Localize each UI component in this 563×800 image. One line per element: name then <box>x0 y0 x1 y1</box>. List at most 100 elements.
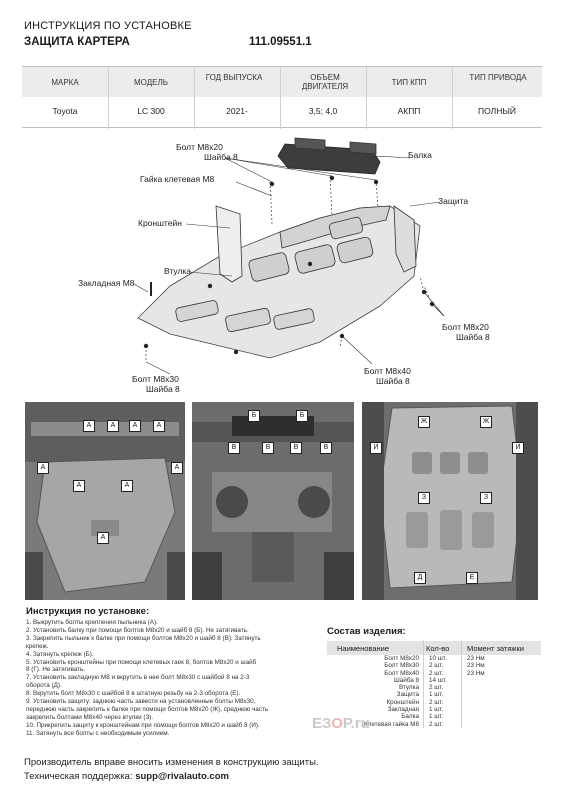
label-cage-nut: Гайка клетевая М8 <box>140 174 215 184</box>
spec-divider <box>194 67 195 129</box>
composition-cell-name: Клетевая гайка М8 <box>364 720 419 728</box>
composition-table: Состав изделия: Наименование Кол-во Моме… <box>327 626 541 728</box>
photo-marker: А <box>153 420 165 432</box>
composition-cell-name: Балка <box>401 713 419 721</box>
composition-cell-qty: 2 шт. <box>429 662 444 670</box>
instruction-line: 9. Установить защиту: заднюю часть завес… <box>26 698 256 706</box>
spec-header-engine: ОБЪЕМ ДВИГАТЕЛЯ <box>301 73 349 91</box>
composition-cell-name: Болт М8х30 <box>384 662 419 670</box>
spec-divider <box>108 67 109 129</box>
instruction-line: закрепить болтами М8х40 через втулки (З)… <box>26 713 154 721</box>
photo-marker: А <box>83 420 95 432</box>
spec-value-gearbox: АКПП <box>397 106 421 116</box>
instruction-line: 7. Установить закладную М8 и вкрутить в … <box>26 674 250 682</box>
exploded-diagram: Болт М8х20 Шайба 8 Гайка клетевая М8 Кро… <box>20 136 540 394</box>
photo-marker: В <box>228 442 240 454</box>
composition-cell-name: Закладная <box>387 706 419 714</box>
instruction-line: 8. Вкрутить болт М8х30 с шайбой 8 в штат… <box>26 690 241 698</box>
composition-header-torque: Момент затяжки <box>467 644 524 653</box>
label-washer-m8x30: Шайба 8 <box>146 384 180 394</box>
spec-header-model: МОДЕЛЬ <box>134 78 168 87</box>
composition-cell-name: Втулка <box>398 684 419 692</box>
composition-cell-name: Шайба 8 <box>393 676 419 684</box>
spec-table: МАРКА МОДЕЛЬ ГОД ВЫПУСКА ОБЪЕМ ДВИГАТЕЛЯ… <box>22 66 542 129</box>
photo-marker: А <box>121 480 133 492</box>
spec-header-year: ГОД ВЫПУСКА <box>205 73 263 82</box>
label-bolt-m8x30: Болт М8х30 <box>132 374 179 384</box>
label-beam: Балка <box>408 150 432 160</box>
spec-value-engine: 3,5; 4,0 <box>308 106 338 116</box>
instruction-line: 10. Прикрепить защиту к кронштейнам при … <box>26 721 260 729</box>
composition-cell-qty: 10 шт. <box>429 655 447 662</box>
composition-header-qty: Кол-во <box>426 644 450 653</box>
composition-cell-qty: 2 шт. <box>429 698 444 706</box>
composition-row: Шайба 8 14 шт. <box>327 677 541 684</box>
composition-divider <box>423 640 424 728</box>
composition-cell-qty: 2 шт. <box>429 720 444 728</box>
photo-marker: Ж <box>480 416 492 428</box>
spec-divider <box>366 67 367 129</box>
label-washer-right: Шайба 8 <box>456 332 490 342</box>
exploded-diagram-drawing <box>133 137 445 375</box>
spec-header-gearbox: ТИП КПП <box>391 78 427 87</box>
composition-cell-qty: 1 шт. <box>429 691 444 699</box>
spec-header-drive: ТИП ПРИВОДА <box>469 73 527 82</box>
footer-support: Техническая поддержка: supp@rivalauto.co… <box>24 771 229 782</box>
spec-divider <box>452 67 453 129</box>
doc-title: ИНСТРУКЦИЯ ПО УСТАНОВКЕ <box>24 20 192 32</box>
photo-marker: А <box>107 420 119 432</box>
label-washer-m8x40: Шайба 8 <box>376 376 410 386</box>
photo-marker: А <box>129 420 141 432</box>
installation-instructions: Инструкция по установке: 1. Выкрутить бо… <box>26 606 306 738</box>
instruction-line: 8 (Г). Не затягивать. <box>26 666 86 674</box>
site-watermark-o: О <box>331 715 343 732</box>
support-label: Техническая поддержка: <box>24 771 133 782</box>
instruction-line: крепеж. <box>26 642 49 650</box>
spec-value-year: 2021- <box>226 106 248 116</box>
footer-disclaimer: Производитель вправе вносить изменения в… <box>24 757 319 768</box>
composition-cell-torque: 23 Нм <box>467 662 485 670</box>
composition-row: Клетевая гайка М8 2 шт. <box>327 721 541 728</box>
photo-marker: З <box>480 492 492 504</box>
photo-marker: Б <box>296 410 308 422</box>
photo-step-a-image <box>25 402 185 600</box>
composition-row: Болт М8х30 2 шт. 23 Нм <box>327 662 541 669</box>
composition-row: Болт М8х20 10 шт. 23 Нм <box>327 655 541 662</box>
site-watermark: ЕЗОР.ru <box>312 715 370 732</box>
instruction-line: переднюю часть закрепить к балке при пом… <box>26 705 269 713</box>
composition-header: Наименование Кол-во Момент затяжки <box>327 641 541 655</box>
support-email[interactable]: supp@rivalauto.com <box>135 771 229 782</box>
instructions-title: Инструкция по установке: <box>26 606 150 617</box>
composition-cell-torque: 23 Нм <box>467 669 485 677</box>
instruction-line: 2. Установить балку при помощи болтов М8… <box>26 626 249 634</box>
site-watermark-domain: Р.ru <box>342 715 370 732</box>
label-bolt-m8x20-right: Болт М8х20 <box>442 322 489 332</box>
photo-step-b-image <box>192 402 354 600</box>
photo-marker: И <box>370 442 382 454</box>
photo-marker: А <box>97 532 109 544</box>
composition-cell-qty: 2 шт. <box>429 669 444 677</box>
spec-value-make: Toyota <box>52 106 78 116</box>
composition-cell-name: Болт М8х20 <box>384 655 419 662</box>
photo-marker: З <box>418 492 430 504</box>
photo-marker: А <box>171 462 183 474</box>
label-bushing: Втулка <box>164 266 192 276</box>
composition-cell-torque: 23 Нм <box>467 655 485 662</box>
spec-value-model: LC 300 <box>137 106 165 116</box>
composition-divider <box>461 640 462 728</box>
instruction-line: 4. Затянуть крепеж (Б). <box>26 650 94 658</box>
photo-step-c-image <box>362 402 538 600</box>
label-bracket: Кронштейн <box>138 218 182 228</box>
photo-marker: Б <box>248 410 260 422</box>
composition-cell-qty: 14 шт. <box>429 676 447 684</box>
label-embed-m8: Закладная М8 <box>78 278 135 288</box>
label-bolt-m8x20-top: Болт М8х20 <box>176 142 223 152</box>
photo-marker: А <box>37 462 49 474</box>
photo-marker: В <box>290 442 302 454</box>
